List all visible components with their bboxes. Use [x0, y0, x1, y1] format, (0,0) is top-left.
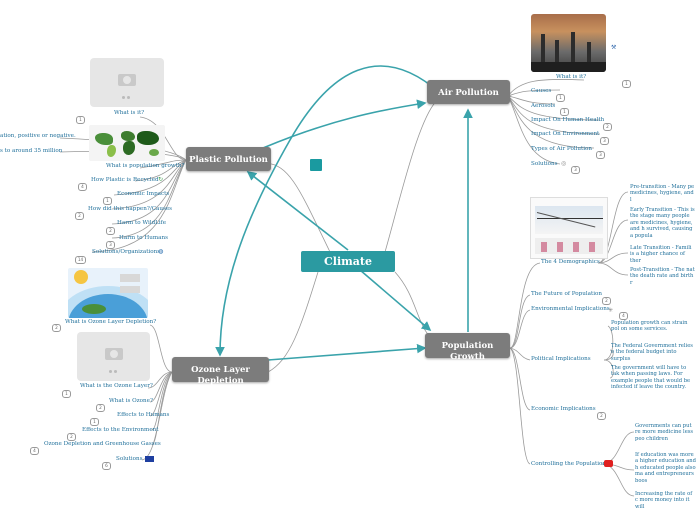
air-pollution-title: Air Pollution — [438, 88, 499, 98]
ozone-layer-image[interactable] — [68, 268, 148, 318]
population-badge: 4 — [619, 312, 628, 320]
air-item-human-health[interactable]: Impact On Human Health — [531, 117, 605, 123]
ozone-image-placeholder[interactable] — [77, 332, 150, 381]
ozone-depletion-title: Ozone Layer Depletion — [191, 365, 250, 386]
ozone-depletion-notes — [172, 357, 269, 365]
ozone-item-solutions[interactable]: Solutions — [116, 456, 143, 462]
population-badge: 2 — [597, 412, 606, 420]
ozone-badge: 4 — [30, 447, 39, 455]
environmental-note: Population growth can strain pol on some… — [611, 320, 688, 333]
ozone-depletion-node[interactable]: Ozone Layer Depletion — [172, 357, 269, 386]
ozone-item-effects-humans[interactable]: Effects to Humans — [117, 412, 170, 418]
ozone-badge: 1 — [90, 418, 99, 426]
ozone-badge: 1 — [62, 390, 71, 398]
central-topic[interactable]: Climate Change — [301, 251, 395, 289]
air-item-causes[interactable]: Causes — [531, 88, 552, 94]
population-item-political[interactable]: Political Implications — [531, 356, 591, 362]
plastic-badge: 2 — [106, 227, 115, 235]
population-item-future[interactable]: The Future of Population — [531, 291, 602, 297]
plastic-item-causes[interactable]: How did this happen?/Causes — [88, 206, 172, 212]
plastic-cut-text-2: s to around 35 million — [0, 148, 63, 154]
demographic-pre-transition: Pre-transition - Many pe medicines, hygi… — [630, 184, 695, 203]
youtube-icon — [604, 460, 613, 467]
eu-flag-icon — [145, 456, 154, 462]
factory-smoke-image[interactable] — [531, 14, 606, 72]
tool-icon: ⚒ — [611, 44, 617, 51]
plastic-item-what-is-it[interactable]: What is it? — [114, 110, 145, 116]
political-note-laws: The government will have to tak when pas… — [611, 365, 691, 391]
camera-icon — [104, 348, 123, 361]
image-dots — [108, 370, 119, 373]
plastic-item-recycled[interactable]: How Plastic is Recycled — [91, 177, 159, 183]
plastic-pollution-node[interactable]: Plastic Pollution — [186, 147, 271, 171]
plastic-item-solutions[interactable]: Solutions/Organizations — [92, 249, 161, 255]
plastic-badge: 1 — [103, 197, 112, 205]
population-item-economic[interactable]: Economic Implications — [531, 406, 596, 412]
air-badge: 2 — [603, 123, 612, 131]
political-note-budget: The Federal Government relies o the fede… — [611, 343, 693, 362]
population-item-controlling[interactable]: Controlling the Population — [531, 461, 607, 467]
ozone-item-what-is-layer[interactable]: What is the Ozone Layer? — [80, 383, 153, 389]
world-map-image[interactable] — [89, 125, 165, 161]
ozone-badge: 2 — [67, 433, 76, 441]
population-growth-notes — [425, 333, 510, 341]
population-growth-title: Population Growth — [441, 341, 494, 362]
controlling-note-education: If education was more a higher education… — [635, 452, 696, 484]
air-pollution-notes — [427, 80, 510, 88]
plastic-badge: 1 — [76, 116, 85, 124]
ozone-item-greenhouse[interactable]: Ozone Depletion and Greenhouse Gasses — [44, 441, 161, 447]
population-badge: 2 — [602, 297, 611, 305]
ozone-badge: 2 — [96, 404, 105, 412]
air-pollution-node[interactable]: Air Pollution — [427, 80, 510, 104]
attachment-icon: ◎ — [561, 160, 567, 167]
camera-icon — [118, 74, 136, 87]
image-dots — [122, 96, 132, 99]
ozone-badge: 2 — [52, 324, 61, 332]
plastic-badge: 2 — [75, 212, 84, 220]
ozone-badge: 6 — [102, 462, 111, 470]
plastic-image-placeholder[interactable] — [90, 58, 164, 107]
air-badge: 3 — [596, 151, 605, 159]
air-item-solutions[interactable]: Solutions — [531, 161, 558, 167]
sparkle-icon: ✳ — [608, 307, 614, 314]
population-item-environmental[interactable]: Environmental Implications — [531, 306, 610, 312]
ozone-item-what-is-ozone[interactable]: What is Ozone? — [109, 398, 153, 404]
plastic-item-population-growth[interactable]: What is population growth? — [106, 163, 185, 169]
demographic-post-transition: Post-Transition - The nat the death rate… — [630, 267, 695, 286]
demographic-late-transition: Late Transition - Famili is a higher cha… — [630, 245, 692, 264]
plastic-item-economic[interactable]: Economic Impacts — [117, 191, 170, 197]
ozone-item-what-is-depletion[interactable]: What is Ozone Layer Depletion? — [65, 319, 157, 325]
plastic-badge: 4 — [78, 183, 87, 191]
demographics-chart-image[interactable] — [530, 197, 608, 259]
population-growth-node[interactable]: Population Growth — [425, 333, 510, 362]
plastic-cut-text-1: ation, positive or negative. — [0, 133, 76, 139]
plastic-item-humans[interactable]: Harm to Humans — [119, 235, 168, 241]
recycle-icon: ↻ — [158, 176, 164, 183]
plastic-pollution-title: Plastic Pollution — [189, 155, 268, 165]
air-item-what-is-it[interactable]: What is it? — [556, 74, 587, 80]
air-badge: 1 — [622, 80, 631, 88]
air-badge: 1 — [560, 108, 569, 116]
population-item-demographics[interactable]: The 4 Demographics — [541, 259, 600, 265]
air-badge: 3 — [571, 166, 580, 174]
plastic-badge: 14 — [75, 256, 86, 264]
controlling-note-medicine: Governments can put re more medicine les… — [635, 423, 694, 442]
air-item-types[interactable]: Types of Air Pollution — [531, 146, 593, 152]
demographic-early-transition: Early Transition - This is the stage man… — [630, 207, 695, 239]
teal-marker — [310, 159, 322, 171]
air-badge: 1 — [556, 94, 565, 102]
plastic-badge: 3 — [106, 241, 115, 249]
plastic-item-wildlife[interactable]: Harm to WildLife — [117, 220, 167, 226]
globe-icon: ◍ — [158, 248, 164, 255]
ozone-item-effects-environment[interactable]: Effects to the Environment — [82, 427, 159, 433]
plastic-pollution-notes — [186, 147, 271, 155]
controlling-note-rate: Increasing the rate of c more money into… — [635, 491, 693, 510]
air-item-environment[interactable]: Impact On Environment — [531, 131, 600, 137]
air-item-aerosols[interactable]: Aerosols — [531, 103, 556, 109]
air-badge: 3 — [600, 137, 609, 145]
